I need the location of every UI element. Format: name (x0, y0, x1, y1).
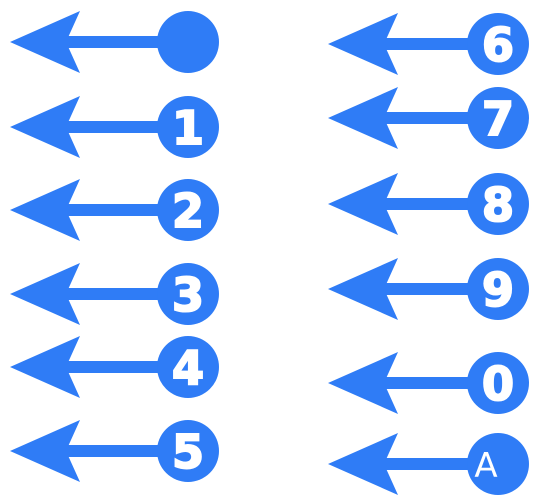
arrow-label: 0 (482, 357, 514, 411)
arrow-head (328, 433, 398, 495)
arrow-head (10, 336, 80, 398)
arrow-shaft (58, 204, 188, 216)
arrow-label: A (474, 446, 497, 486)
left-arrow-a-icon: A (326, 429, 541, 499)
left-arrow-3-icon: 3 (8, 259, 228, 329)
arrow-head (328, 258, 398, 320)
arrow-circle (467, 258, 529, 320)
arrow-head (10, 11, 80, 73)
arrow-circle (467, 352, 529, 414)
arrow-label: 3 (172, 268, 204, 322)
arrow-label: 7 (482, 92, 514, 146)
arrow-circle (157, 263, 219, 325)
arrow-shaft (58, 445, 188, 457)
arrow-circle (467, 173, 529, 235)
left-arrow-5-icon: 5 (8, 416, 228, 486)
left-arrow-1-icon: 1 (8, 92, 228, 162)
arrow-circle (467, 433, 529, 495)
arrow-head (328, 173, 398, 235)
arrow-label: 5 (172, 425, 204, 479)
left-arrow-4-icon: 4 (8, 332, 228, 402)
left-arrow-8-icon: 8 (326, 169, 541, 239)
left-arrow-6-icon: 6 (326, 9, 541, 79)
left-arrow-7-icon: 7 (326, 83, 541, 153)
arrow-label: 6 (482, 18, 514, 72)
arrow-circle (467, 87, 529, 149)
arrow-head (10, 179, 80, 241)
arrow-circle (157, 96, 219, 158)
arrow-label: 2 (172, 184, 204, 238)
arrow-head (10, 263, 80, 325)
arrow-circle (157, 336, 219, 398)
arrow-shaft (58, 361, 188, 373)
arrow-circle (157, 420, 219, 482)
arrow-head (10, 420, 80, 482)
arrow-shaft (58, 288, 188, 300)
left-arrow-2-icon: 2 (8, 175, 228, 245)
left-arrow-dot-icon (8, 7, 228, 77)
arrow-label: 8 (482, 178, 514, 232)
left-arrow-0-icon: 0 (326, 348, 541, 418)
left-arrow-9-icon: 9 (326, 254, 541, 324)
arrow-shaft (58, 36, 188, 48)
arrow-label: 9 (482, 263, 514, 317)
arrow-circle (157, 11, 219, 73)
arrow-circle (467, 13, 529, 75)
arrow-circle (157, 179, 219, 241)
arrow-label: 4 (172, 341, 204, 395)
arrow-shaft (58, 121, 188, 133)
arrow-head (328, 13, 398, 75)
arrow-label: 1 (172, 101, 204, 155)
arrow-head (328, 87, 398, 149)
arrow-head (328, 352, 398, 414)
arrow-head (10, 96, 80, 158)
